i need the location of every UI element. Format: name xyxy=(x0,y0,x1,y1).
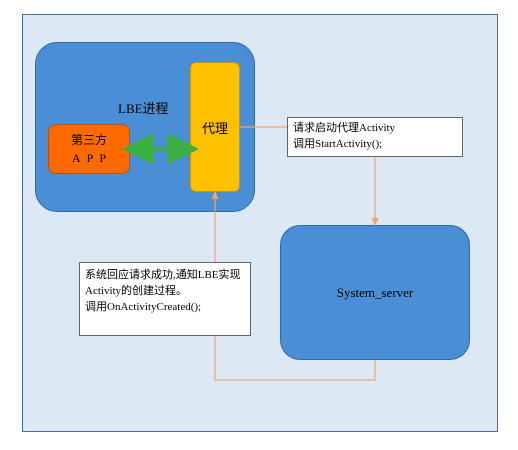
system-server-label: System_server xyxy=(336,284,414,300)
proxy-label: 代理 xyxy=(201,120,228,136)
third-party-app-label-line1: 第三方 xyxy=(70,133,107,147)
system-server-box: System_server xyxy=(280,225,470,360)
request-note-line1: 请求启动代理Activity xyxy=(293,122,396,134)
callback-note: 系统回应请求成功,通知LBE实现 Activity的创建过程。 调用OnActi… xyxy=(79,262,251,336)
callback-note-line1: 系统回应请求成功,通知LBE实现 xyxy=(85,269,241,281)
callback-note-line3: 调用OnActivityCreated(); xyxy=(85,301,202,313)
request-note: 请求启动代理Activity 调用StartActivity(); xyxy=(287,117,463,157)
lbe-process-label: LBE进程 xyxy=(118,101,169,116)
request-note-line2: 调用StartActivity(); xyxy=(293,138,383,150)
callback-note-line2: Activity的创建过程。 xyxy=(85,285,188,297)
third-party-app-label-line2: APP xyxy=(71,151,112,165)
